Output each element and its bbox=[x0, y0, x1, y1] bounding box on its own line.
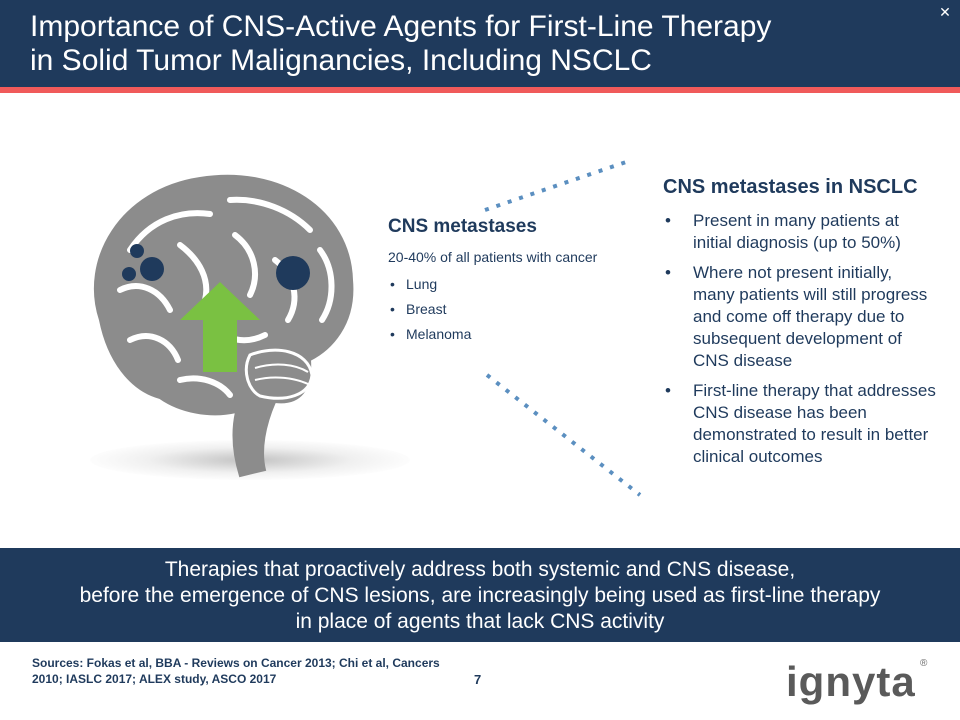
nsclc-title: CNS metastases in NSCLC bbox=[663, 176, 918, 198]
nsclc-bullet-list: Present in many patients at initial diag… bbox=[663, 210, 938, 468]
dotted-line-top bbox=[484, 158, 633, 212]
page-number: 7 bbox=[474, 672, 482, 687]
list-item: Breast bbox=[388, 301, 608, 317]
dotted-line-bottom bbox=[485, 373, 642, 497]
list-item: Melanoma bbox=[388, 326, 608, 342]
conclusion-text: Therapies that proactively address both … bbox=[0, 557, 960, 635]
lesion-dot-icon bbox=[130, 244, 144, 258]
nsclc-panel: CNS metastases in NSCLC Present in many … bbox=[663, 175, 938, 476]
conclusion-line3: in place of agents that lack CNS activit… bbox=[295, 610, 665, 633]
list-item: First-line therapy that addresses CNS di… bbox=[663, 380, 938, 468]
list-item: Lung bbox=[388, 276, 608, 292]
registered-mark: ® bbox=[920, 658, 928, 669]
cns-metastases-panel: CNS metastases 20-40% of all patients wi… bbox=[388, 216, 608, 351]
conclusion-banner: Therapies that proactively address both … bbox=[0, 548, 960, 642]
conclusion-line1: Therapies that proactively address both … bbox=[164, 558, 796, 581]
cns-metastases-title: CNS metastases bbox=[388, 216, 537, 237]
up-arrow-icon bbox=[180, 282, 260, 372]
conclusion-line2: before the emergence of CNS lesions, are… bbox=[79, 584, 881, 607]
list-item: Present in many patients at initial diag… bbox=[663, 210, 938, 254]
sources-citation: Sources: Fokas et al, BBA - Reviews on C… bbox=[32, 656, 440, 686]
slide-title-line1: Importance of CNS-Active Agents for Firs… bbox=[30, 10, 772, 43]
brain-icon bbox=[60, 150, 400, 490]
slide-title-line2: in Solid Tumor Malignancies, Including N… bbox=[30, 44, 652, 77]
company-logo: ignyta bbox=[786, 658, 916, 705]
header-bar: Importance of CNS-Active Agents for Firs… bbox=[0, 0, 960, 87]
lesion-dot-icon bbox=[122, 267, 136, 281]
close-icon[interactable]: ✕ bbox=[939, 4, 951, 20]
cns-metastases-description: 20-40% of all patients with cancer bbox=[388, 249, 598, 265]
lesion-dot-icon bbox=[140, 257, 164, 281]
cancer-type-list: Lung Breast Melanoma bbox=[388, 276, 608, 342]
list-item: Where not present initially, many patien… bbox=[663, 262, 938, 372]
header-accent-stripe bbox=[0, 87, 960, 93]
slide-title: Importance of CNS-Active Agents for Firs… bbox=[30, 10, 890, 78]
lesion-dot-icon bbox=[276, 256, 310, 290]
